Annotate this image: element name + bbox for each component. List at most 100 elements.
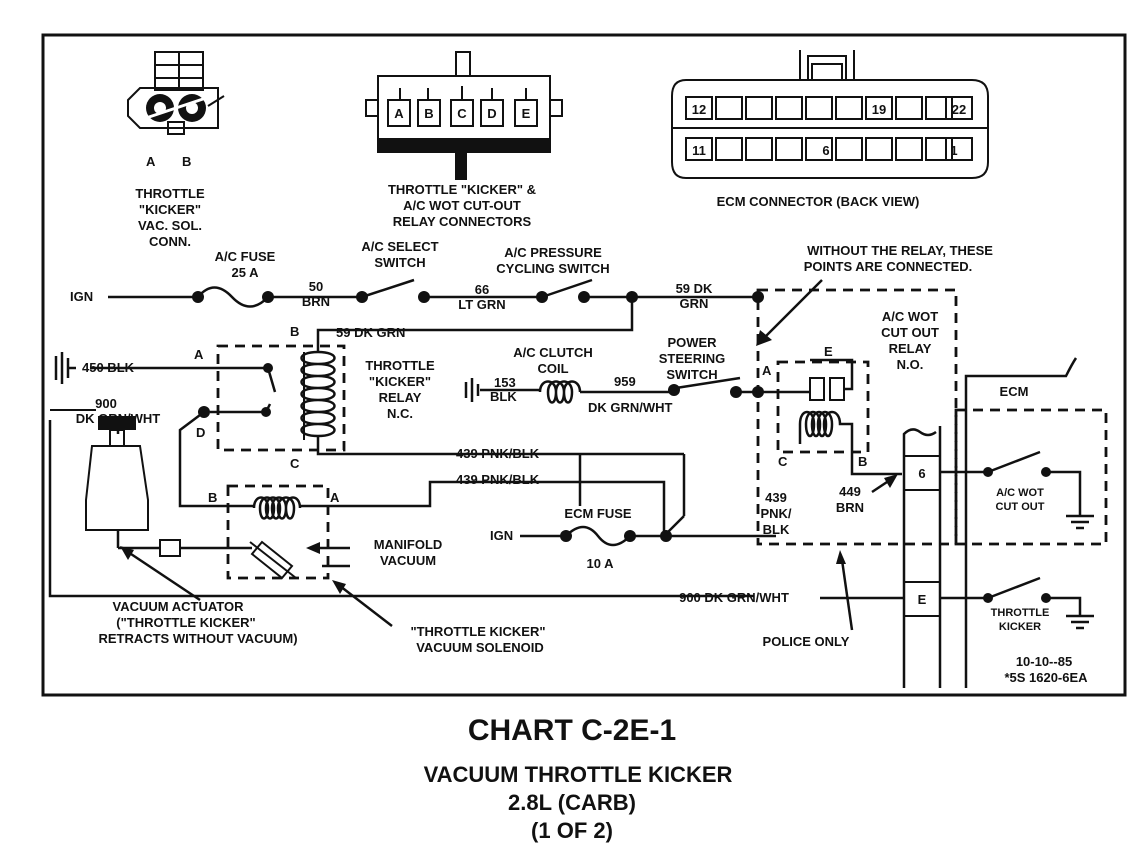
- police-only-label: POLICE ONLY: [763, 634, 850, 649]
- wire-449-color: BRN: [836, 500, 864, 515]
- chart-title: CHART C-2E-1: [468, 714, 676, 747]
- vacuum-actuator-pointer: [120, 546, 201, 602]
- wire-59-number: 59 DK: [676, 281, 713, 296]
- ign-bottom-label: IGN: [490, 528, 513, 543]
- ecm-tk-label-2: KICKER: [999, 621, 1041, 633]
- vacuum-actuator-label-1: VACUUM ACTUATOR: [113, 599, 245, 614]
- ac-clutch-label-1: A/C CLUTCH: [513, 345, 592, 360]
- manifold-vacuum-label-2: VACUUM: [380, 553, 436, 568]
- vacuum-solenoid-pointer: [332, 580, 393, 627]
- diagram-frame: [41, 33, 1127, 697]
- ecm-tk-switch-right: [1041, 593, 1051, 603]
- kicker-relay-pin-c: C: [290, 456, 300, 471]
- ecm-fuse-terminal-right: [624, 530, 636, 542]
- relay-note-line-1: WITHOUT THE RELAY, THESE: [807, 243, 993, 258]
- kicker-vac-connector-label: THROTTLE "KICKER" VAC. SOL. CONN.: [135, 186, 205, 249]
- relay-pin-b-label: B: [290, 324, 299, 339]
- wot-relay-pin-c: C: [778, 454, 788, 469]
- relay-pin-b: B: [424, 106, 433, 121]
- ac-fuse-rating: 25 A: [232, 265, 260, 280]
- wire-66-number: 66: [475, 282, 489, 297]
- wire-439-label-b: 439 PNK/BLK: [456, 472, 540, 487]
- throttle-kicker-relay-internals: [90, 340, 580, 456]
- chart-subtitle-3: (1 OF 2): [531, 818, 613, 843]
- svg-text:RELAY CONNECTORS: RELAY CONNECTORS: [393, 214, 532, 229]
- ecm-block: [902, 357, 1108, 688]
- wire-153-color: BLK: [490, 389, 517, 404]
- kicker-vac-pin-a: A: [146, 154, 156, 169]
- ecm-fuse-label: ECM FUSE: [564, 506, 632, 521]
- solenoid-pin-a: A: [330, 490, 340, 505]
- wire-59-color: GRN: [680, 296, 709, 311]
- chart-subtitle-2: 2.8L (CARB): [508, 790, 636, 815]
- ecm-tk-label-1: THROTTLE: [991, 607, 1050, 619]
- svg-text:A/C WOT: A/C WOT: [882, 309, 938, 324]
- svg-text:"KICKER": "KICKER": [369, 374, 431, 389]
- svg-text:THROTTLE: THROTTLE: [135, 186, 205, 201]
- wot-relay-input-terminal: [752, 291, 764, 303]
- kicker-relay-pin-a: A: [194, 347, 204, 362]
- manifold-vacuum-label-1: MANIFOLD: [374, 537, 443, 552]
- ecm-ac-wot-label-2: CUT OUT: [996, 501, 1045, 513]
- ps-switch-terminal-left: [668, 384, 680, 396]
- wot-relay-internals: [758, 358, 902, 476]
- ecm-conn-pin-11: 11: [692, 143, 706, 158]
- doc-ref-label: *5S 1620-6EA: [1004, 670, 1088, 685]
- wot-relay-label: A/C WOT CUT OUT RELAY N.O.: [881, 309, 939, 372]
- relay-connector: [365, 51, 563, 180]
- svg-text:N.O.: N.O.: [897, 357, 924, 372]
- vacuum-solenoid-label-2: VACUUM SOLENOID: [416, 640, 544, 655]
- svg-text:RELAY: RELAY: [379, 390, 422, 405]
- police-only-pointer: [836, 550, 854, 631]
- vacuum-actuator-label-3: RETRACTS WITHOUT VACUUM): [98, 631, 297, 646]
- throttle-kicker-relay-label: THROTTLE "KICKER" RELAY N.C.: [365, 358, 435, 421]
- wire-449-arrow: [871, 474, 898, 494]
- ps-switch-label-3: SWITCH: [666, 367, 717, 382]
- relay-note-line-2: POINTS ARE CONNECTED.: [804, 259, 973, 274]
- kicker-vac-pin-b: B: [182, 154, 191, 169]
- ecm-conn-pin-6: 6: [822, 143, 829, 158]
- vacuum-solenoid: [232, 496, 350, 580]
- ecm-tk-switch-left: [983, 593, 993, 603]
- solenoid-pin-b: B: [208, 490, 217, 505]
- wot-relay-pin-b: B: [858, 454, 867, 469]
- wire-439-circuit: [338, 452, 776, 547]
- wire-50-color: BRN: [302, 294, 330, 309]
- svg-text:RELAY: RELAY: [889, 341, 932, 356]
- ecm-fuse-terminal-left: [560, 530, 572, 542]
- relay-pin-e: E: [522, 106, 531, 121]
- vacuum-solenoid-label-1: "THROTTLE KICKER": [410, 624, 545, 639]
- wire-153-number: 153: [494, 375, 516, 390]
- svg-text:CUT OUT: CUT OUT: [881, 325, 939, 340]
- relay-pin-d: D: [487, 106, 496, 121]
- ecm-ac-wot-switch-left: [983, 467, 993, 477]
- ecm-conn-pin-12: 12: [692, 102, 706, 117]
- ground-153-symbol: [464, 378, 480, 402]
- ecm-conn-pin-1: 1: [950, 143, 957, 158]
- ecm-ac-wot-label-1: A/C WOT: [996, 487, 1044, 499]
- ac-select-terminal-right: [418, 291, 430, 303]
- ac-pressure-terminal-right: [578, 291, 590, 303]
- wot-relay-box: [776, 360, 870, 454]
- ac-circuit-wiring: [108, 278, 758, 340]
- ecm-fuse-splice: [660, 530, 672, 542]
- ecm-pin-e: E: [918, 592, 927, 607]
- wire-439-vertical-1: 439: [765, 490, 787, 505]
- ac-select-terminal-left: [356, 291, 368, 303]
- date-label: 10-10--85: [1016, 654, 1072, 669]
- wire-450-label: 450 BLK: [82, 360, 135, 375]
- wire-439-label-a: 439 PNK/BLK: [456, 446, 540, 461]
- kicker-relay-contact-a: [263, 363, 273, 373]
- svg-text:VAC. SOL.: VAC. SOL.: [138, 218, 202, 233]
- ecm-connector-label: ECM CONNECTOR (BACK VIEW): [717, 194, 920, 209]
- ecm-throttle-kicker-switch: [940, 576, 1094, 630]
- ecm-ac-wot-switch: [940, 450, 1094, 530]
- throttle-kicker-relay-box: [216, 344, 346, 452]
- relay-pin-a: A: [394, 106, 404, 121]
- ecm-pin-6: 6: [918, 466, 925, 481]
- svg-text:"KICKER": "KICKER": [139, 202, 201, 217]
- splice-59: [626, 291, 638, 303]
- ac-select-switch-label-2: SWITCH: [374, 255, 425, 270]
- ac-select-switch-label-1: A/C SELECT: [361, 239, 438, 254]
